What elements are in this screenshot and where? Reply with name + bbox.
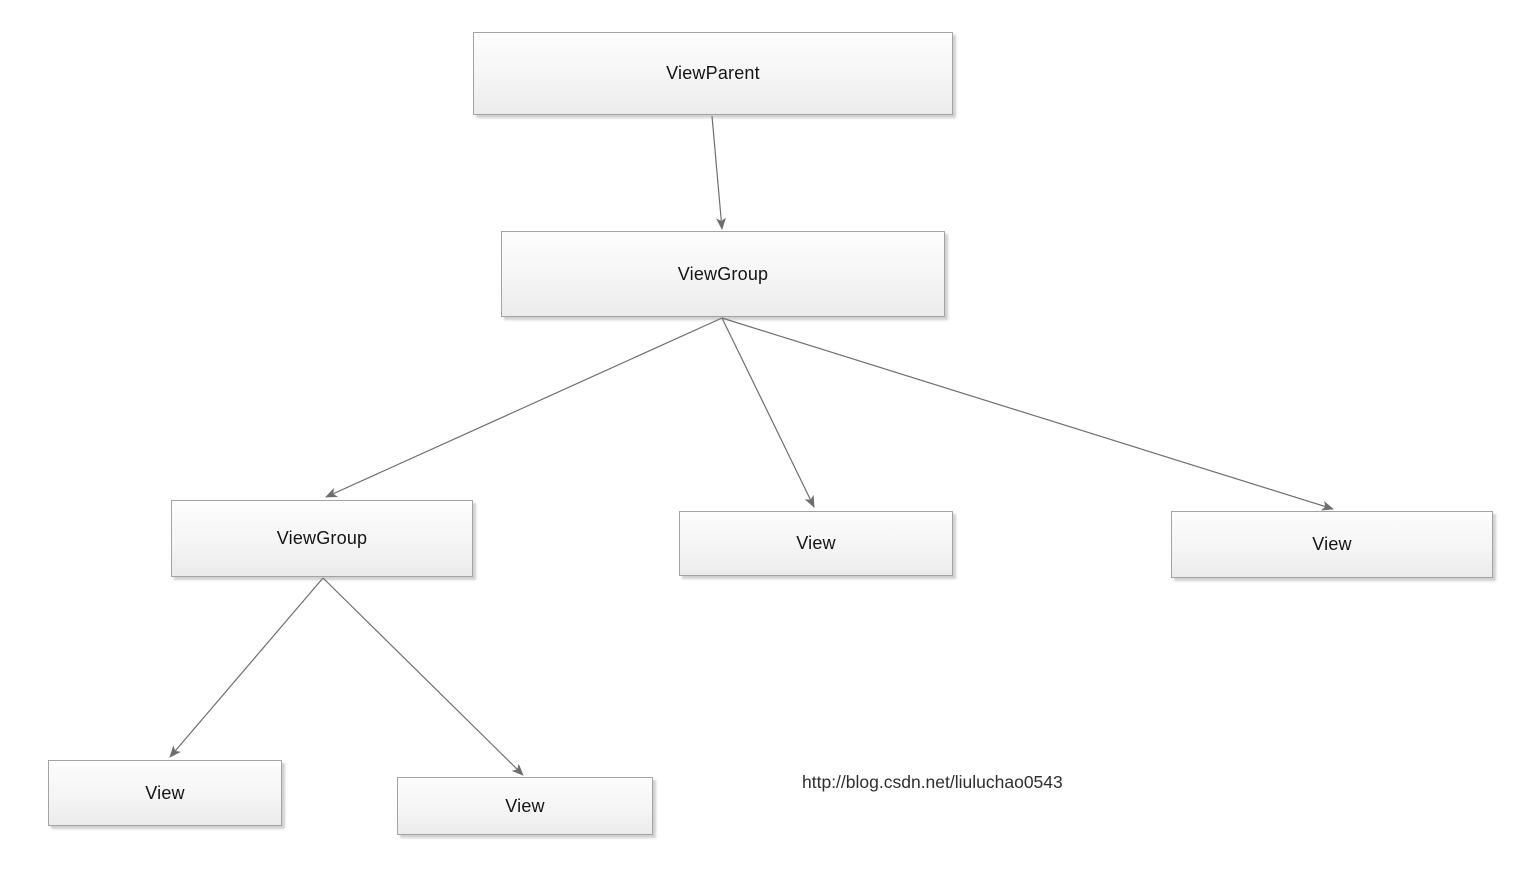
edge-viewgroup-to-view-mid	[721, 317, 815, 508]
node-view-level3-right: View	[1171, 511, 1493, 578]
node-viewgroup-level3-label: ViewGroup	[276, 528, 368, 548]
edge-viewgroup-to-view-right	[721, 317, 1334, 511]
node-viewparent-label: ViewParent	[666, 63, 760, 83]
node-view-level3-middle: View	[679, 511, 953, 576]
node-view-level3-middle-label: View	[796, 533, 836, 553]
node-view-level4-left: View	[48, 760, 282, 826]
node-view-level4-right: View	[397, 777, 653, 835]
node-view-level4-right-label: View	[505, 795, 545, 816]
edge-viewparent-to-viewgroup	[711, 115, 727, 230]
edge-viewgroup-l3-to-view-left	[169, 577, 324, 758]
node-viewgroup-level3: ViewGroup	[171, 500, 473, 577]
node-viewparent: ViewParent	[473, 32, 953, 115]
node-view-level4-left-label: View	[145, 782, 185, 803]
node-viewgroup-level2-label: ViewGroup	[677, 263, 769, 284]
node-viewgroup-level2: ViewGroup	[501, 231, 945, 317]
node-view-level3-right-label: View	[1312, 534, 1352, 554]
blog-watermark-url: http://blog.csdn.net/liuluchao0543	[802, 772, 1063, 792]
edge-viewgroup-to-viewgroup-l3	[325, 317, 723, 498]
edge-viewgroup-l3-to-view-right	[322, 577, 524, 776]
